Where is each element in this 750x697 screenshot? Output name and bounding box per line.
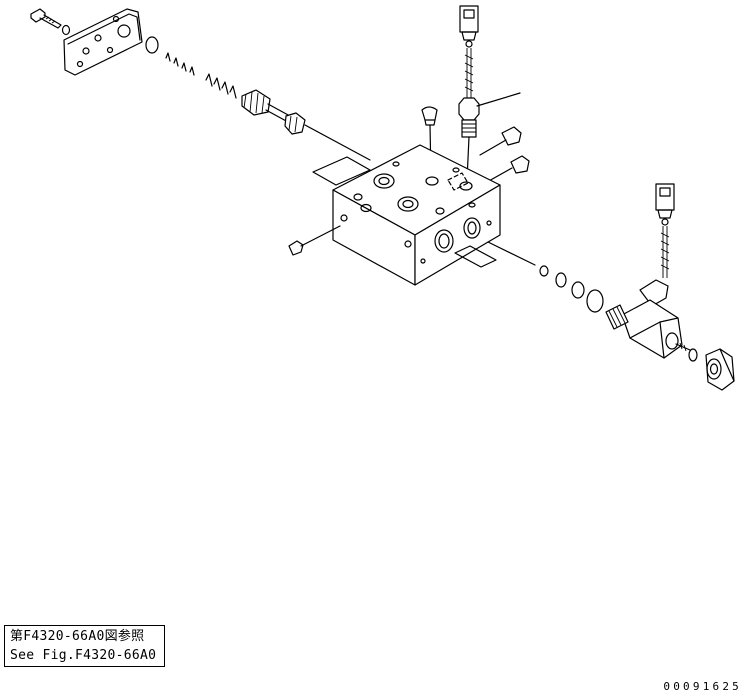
o-ring-set: [540, 266, 603, 312]
lock-nut: [706, 349, 734, 390]
connector-right: [656, 184, 674, 278]
cover-plate: [64, 9, 142, 75]
pressure-sensor: [459, 98, 479, 137]
spring: [166, 53, 194, 75]
o-ring-small: [146, 37, 158, 53]
mounting-plane-right: [455, 246, 496, 267]
bolt: [31, 9, 61, 28]
connector-top: [460, 6, 478, 98]
plug-right-2: [487, 156, 529, 182]
reference-note-english: See Fig.F4320-66A0: [10, 648, 157, 663]
drawing-number: 00091625: [663, 680, 742, 693]
valve-spool: [242, 90, 305, 134]
reference-note-japanese: 第F4320-66A0図参照: [10, 629, 145, 644]
mounting-plane-left: [313, 157, 370, 185]
leader-line-block: [488, 242, 535, 265]
plug-right-1: [480, 127, 521, 155]
washer: [63, 26, 70, 35]
solenoid-valve: [606, 280, 690, 358]
valve-block: [333, 145, 500, 285]
poppet-spring: [206, 74, 236, 98]
screw-small: [289, 226, 340, 255]
o-ring-nut-side: [689, 349, 697, 361]
leader-line-spool: [305, 125, 370, 160]
figure-reference-note: 第F4320-66A0図参照 See Fig.F4320-66A0: [4, 625, 165, 667]
leader-line-sensor: [477, 93, 520, 106]
